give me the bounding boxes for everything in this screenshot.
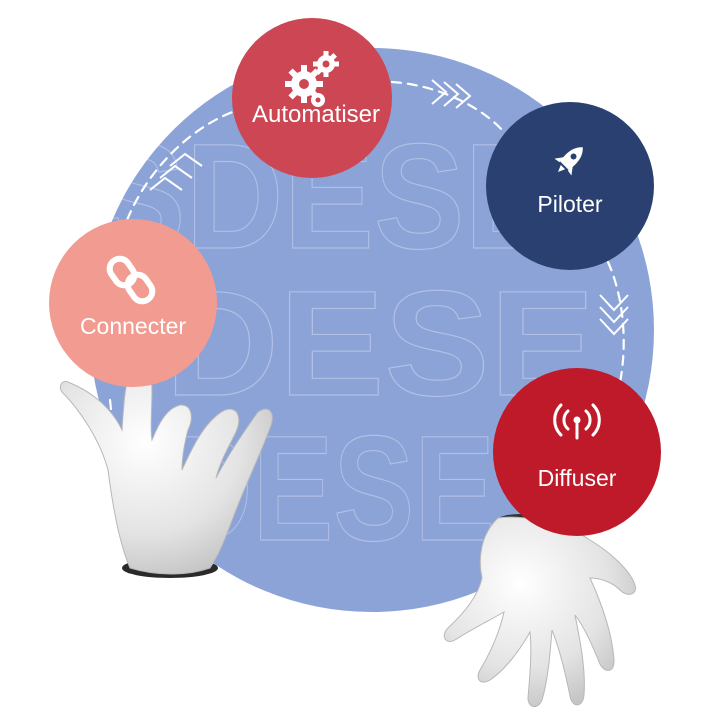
chain-link-icon <box>106 255 156 305</box>
node-connecter-circle <box>49 219 217 387</box>
node-automatiser[interactable]: Automatiser <box>232 18 392 178</box>
node-connecter-label: Connecter <box>80 313 186 339</box>
rocket-icon <box>554 147 583 176</box>
node-diffuser-label: Diffuser <box>538 465 617 491</box>
hand-left-image <box>59 370 273 578</box>
node-automatiser-label: Automatiser <box>252 101 380 128</box>
node-diffuser-circle <box>493 368 661 536</box>
broadcast-icon <box>553 403 601 440</box>
node-piloter-label: Piloter <box>537 191 603 217</box>
node-connecter[interactable]: Connecter <box>49 219 217 387</box>
chevron-arrows-left <box>149 152 203 191</box>
chevron-arrows-right <box>599 294 629 336</box>
chevron-arrows-top <box>431 79 472 109</box>
node-piloter[interactable]: Piloter <box>486 102 654 270</box>
node-diffuser[interactable]: Diffuser <box>493 368 661 536</box>
node-piloter-circle <box>486 102 654 270</box>
gears-icon <box>285 51 339 107</box>
